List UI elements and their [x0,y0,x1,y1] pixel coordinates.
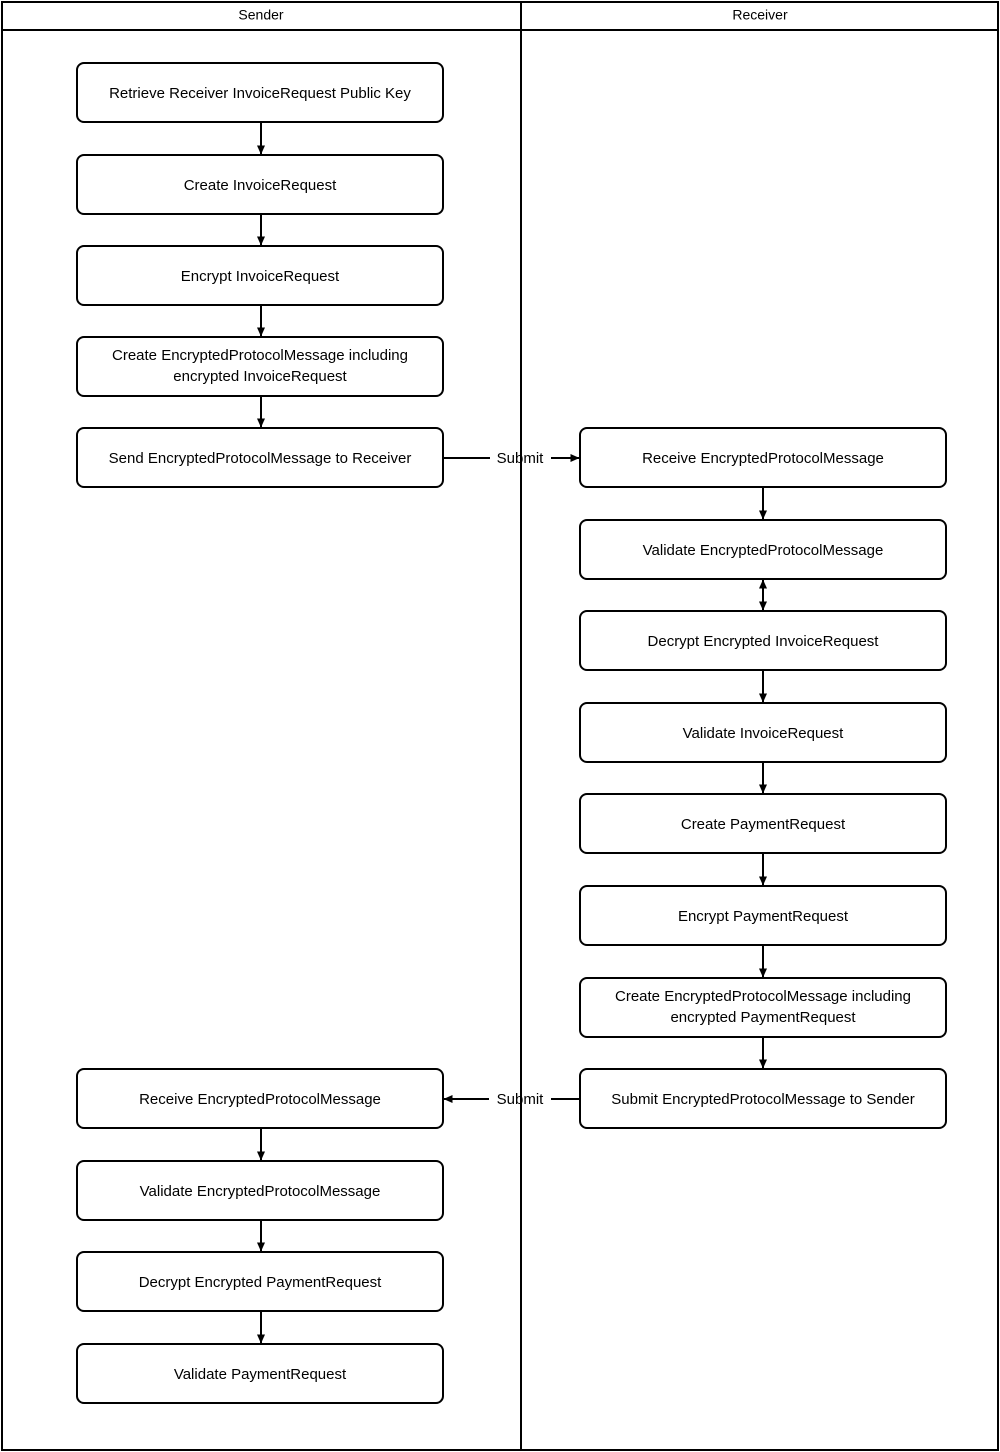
node-n15-label: Validate EncryptedProtocolMessage [140,1183,381,1200]
node-n5[interactable]: Send EncryptedProtocolMessage to Receive… [76,427,444,488]
node-n7[interactable]: Validate EncryptedProtocolMessage [579,519,947,580]
node-n11[interactable]: Encrypt PaymentRequest [579,885,947,946]
node-n16[interactable]: Decrypt Encrypted PaymentRequest [76,1251,444,1312]
node-n10[interactable]: Create PaymentRequest [579,793,947,854]
node-n9-label: Validate InvoiceRequest [683,725,844,742]
node-n1[interactable]: Retrieve Receiver InvoiceRequest Public … [76,62,444,123]
node-n8[interactable]: Decrypt Encrypted InvoiceRequest [579,610,947,671]
node-n4[interactable]: Create EncryptedProtocolMessage includin… [76,336,444,397]
node-n12-label-line2: encrypted PaymentRequest [670,1009,856,1026]
node-n16-label: Decrypt Encrypted PaymentRequest [139,1274,382,1291]
node-n3-label: Encrypt InvoiceRequest [181,268,340,285]
node-n9[interactable]: Validate InvoiceRequest [579,702,947,763]
node-n6-label: Receive EncryptedProtocolMessage [642,450,884,467]
node-n7-label: Validate EncryptedProtocolMessage [643,542,884,559]
node-n14-label: Receive EncryptedProtocolMessage [139,1091,381,1108]
node-n3[interactable]: Encrypt InvoiceRequest [76,245,444,306]
node-n13-label: Submit EncryptedProtocolMessage to Sende… [611,1091,915,1108]
node-n1-label: Retrieve Receiver InvoiceRequest Public … [109,85,411,102]
node-n10-label: Create PaymentRequest [681,816,846,833]
node-n14[interactable]: Receive EncryptedProtocolMessage [76,1068,444,1129]
edge-label-submit-to-receiver: Submit [497,450,545,467]
lane-title-sender: Sender [238,7,283,23]
node-n5-label: Send EncryptedProtocolMessage to Receive… [109,450,412,467]
node-n11-label: Encrypt PaymentRequest [678,908,849,925]
edge-label-submit-to-sender: Submit [497,1091,545,1108]
node-n12-label-line1: Create EncryptedProtocolMessage includin… [615,988,911,1005]
node-n13[interactable]: Submit EncryptedProtocolMessage to Sende… [579,1068,947,1129]
node-n15[interactable]: Validate EncryptedProtocolMessage [76,1160,444,1221]
node-n17[interactable]: Validate PaymentRequest [76,1343,444,1404]
node-n12[interactable]: Create EncryptedProtocolMessage includin… [579,977,947,1038]
node-n8-label: Decrypt Encrypted InvoiceRequest [648,633,880,650]
node-n2-label: Create InvoiceRequest [184,177,337,194]
node-n6[interactable]: Receive EncryptedProtocolMessage [579,427,947,488]
node-n2[interactable]: Create InvoiceRequest [76,154,444,215]
lane-title-receiver: Receiver [732,7,788,23]
node-n4-label-line2: encrypted InvoiceRequest [173,368,347,385]
node-n4-label-line1: Create EncryptedProtocolMessage includin… [112,347,408,364]
node-n17-label: Validate PaymentRequest [174,1366,347,1383]
